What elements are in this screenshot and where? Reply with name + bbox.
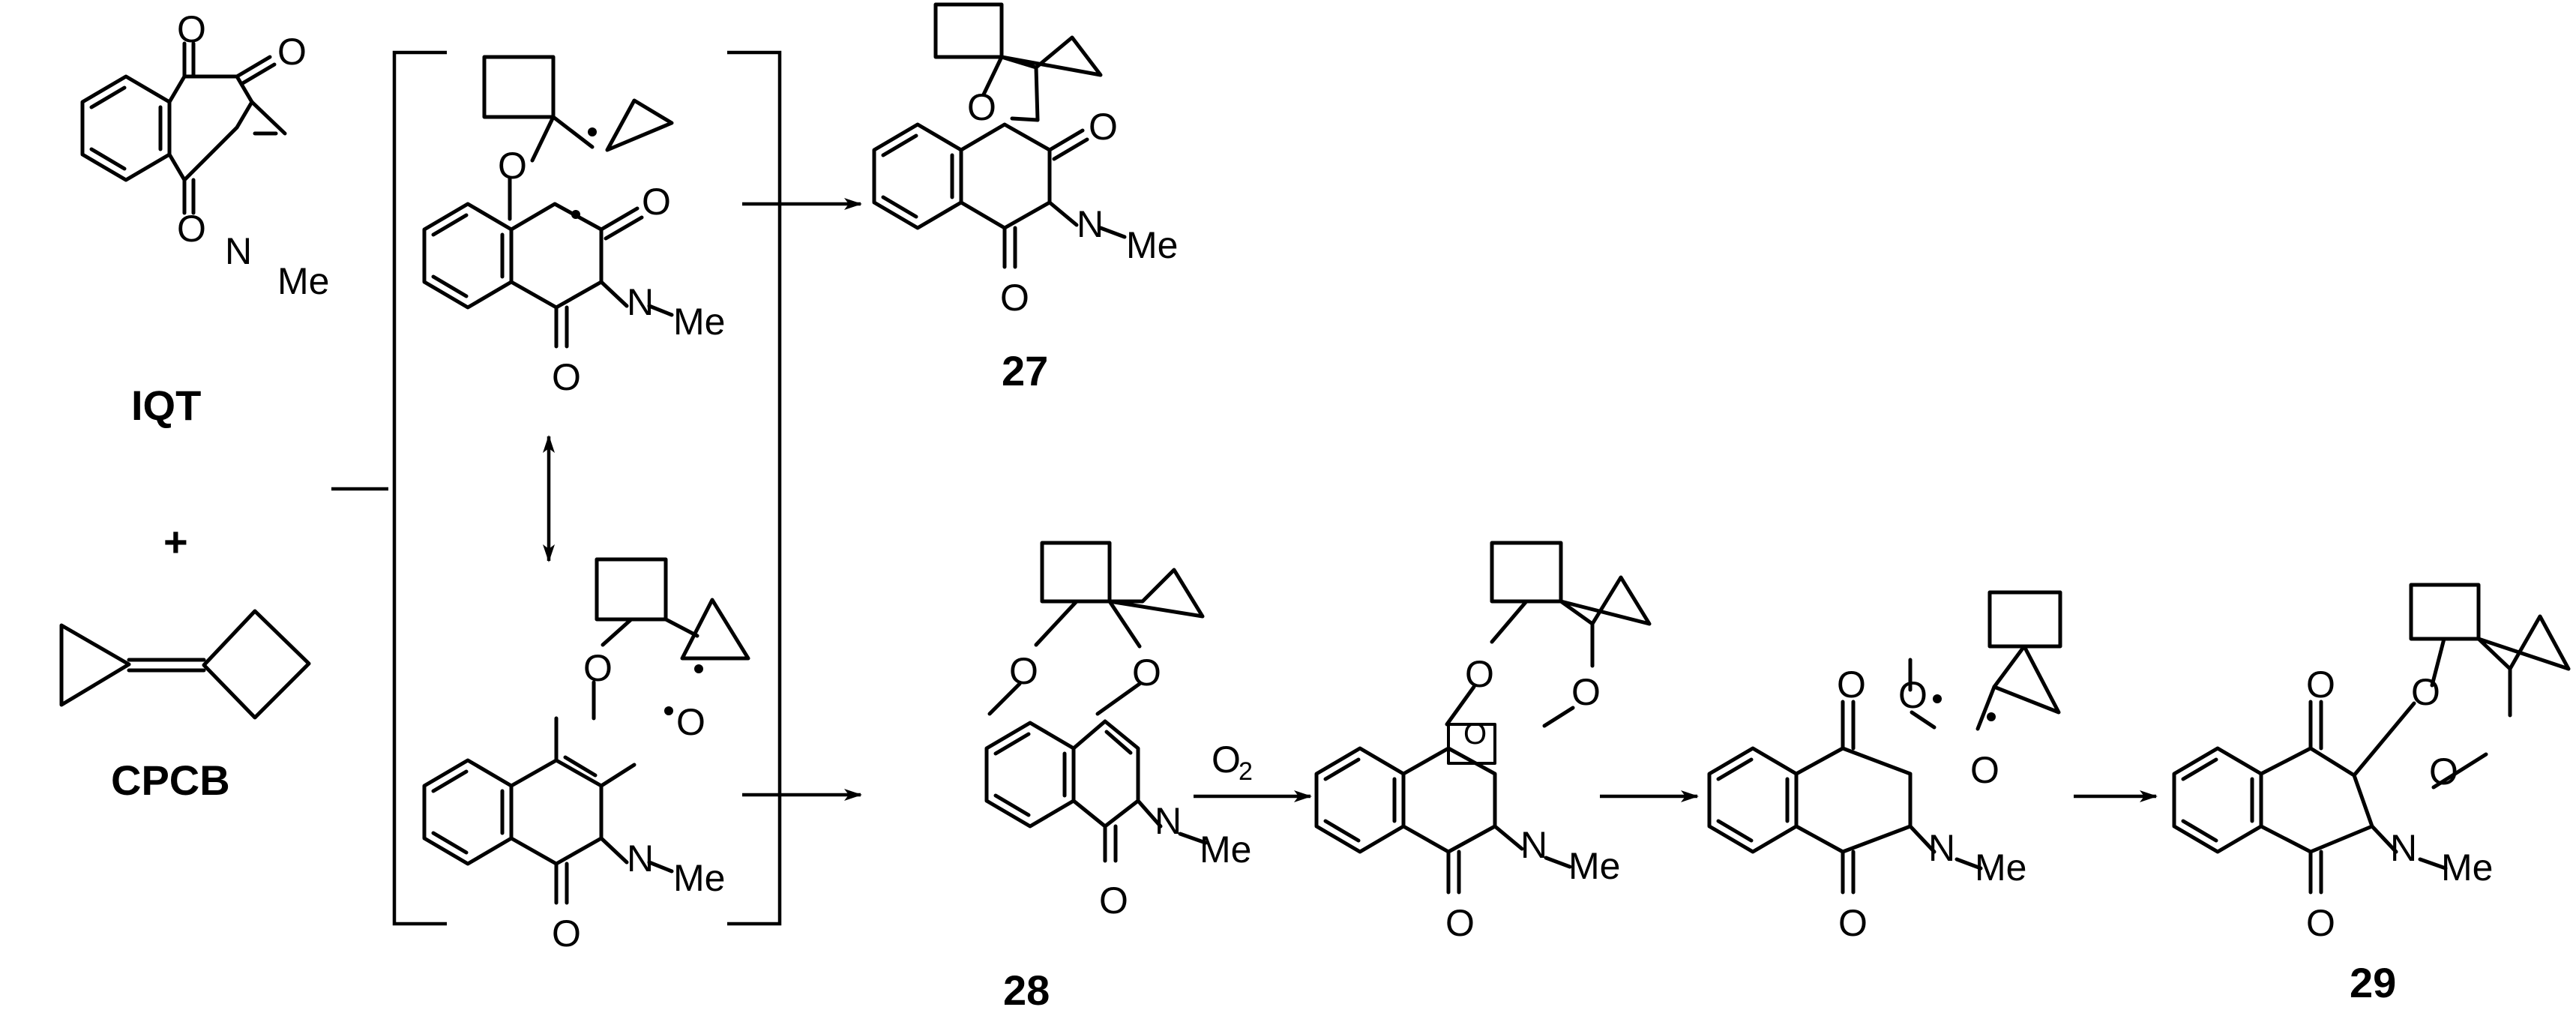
c29-n: N — [2390, 827, 2417, 869]
birad-me: Me — [1975, 847, 2026, 889]
intermediate-radical-bottom: O O N Me O — [422, 557, 750, 955]
diox-n: N — [1520, 824, 1547, 866]
int2-o-ether: O — [583, 647, 613, 689]
diox-o-right: O — [1571, 671, 1601, 713]
birad-o-bottom: O — [1838, 902, 1868, 944]
label-cpcb: CPCB — [111, 757, 230, 804]
c28-n: N — [1155, 800, 1182, 842]
iqt-n: N — [225, 230, 252, 272]
c28-o-bottom: O — [1099, 880, 1128, 922]
left-bracket — [392, 50, 447, 926]
label-27: 27 — [1002, 347, 1048, 394]
diox-o-ring1: O — [1463, 718, 1487, 751]
compound-28: O O N Me O 28 — [984, 541, 1251, 1013]
birad-o-radical: O — [1898, 674, 1928, 716]
reagent-o2: O — [1212, 739, 1241, 781]
int1-o-ether: O — [498, 145, 527, 187]
diox-o-top: O — [1465, 653, 1494, 695]
int2-o-bottom: O — [552, 913, 581, 955]
c27-n: N — [1077, 203, 1104, 245]
reagent-o2-subscript: 2 — [1239, 757, 1253, 786]
label-28: 28 — [1003, 967, 1050, 1013]
plus-sign: + — [163, 518, 188, 565]
label-29: 29 — [2350, 959, 2396, 1006]
intermediate-radical-top: O O N Me O — [422, 55, 725, 398]
int1-o-bottom: O — [552, 356, 581, 398]
c29-o-ring-bottom: O — [2429, 751, 2458, 793]
compound-29: O O O N Me O 29 — [2172, 583, 2571, 1006]
c28-o-right: O — [1132, 652, 1161, 694]
c29-o-bottom: O — [2306, 902, 2335, 944]
birad-o-ether: O — [1970, 749, 1999, 791]
int2-o-radical: O — [676, 701, 705, 743]
c29-o-ring-top: O — [2411, 671, 2440, 713]
molecule-cpcb: CPCB — [59, 609, 311, 804]
biradical-intermediate: O O O N Me O — [1707, 590, 2062, 944]
c27-o-bottom: O — [1000, 277, 1029, 319]
iqt-o1: O — [177, 8, 206, 50]
diox-me: Me — [1568, 845, 1620, 887]
dioxetane-intermediate: O O O N Me O — [1314, 541, 1652, 944]
diox-o-bottom: O — [1445, 902, 1475, 944]
int1-o-carbonyl: O — [642, 181, 671, 223]
label-iqt: IQT — [131, 382, 201, 429]
molecule-iqt: O O O N Me IQT — [80, 8, 329, 429]
int1-me: Me — [673, 301, 725, 343]
int2-n: N — [627, 838, 654, 880]
iqt-o3: O — [177, 208, 206, 250]
int1-n: N — [627, 281, 654, 323]
right-bracket — [727, 50, 782, 926]
iqt-o2: O — [277, 31, 307, 73]
c28-me: Me — [1200, 829, 1251, 871]
birad-o-carbonyl-top: O — [1837, 664, 1866, 706]
c28-o-left: O — [1009, 650, 1038, 692]
c29-o-carbonyl-top: O — [2306, 664, 2335, 706]
birad-n: N — [1928, 827, 1955, 869]
iqt-me: Me — [277, 260, 329, 302]
c29-me: Me — [2441, 847, 2493, 889]
c27-me: Me — [1126, 224, 1178, 266]
c27-o-carbonyl: O — [1089, 106, 1118, 148]
compound-27: O O N Me O 27 — [872, 2, 1178, 394]
int2-me: Me — [673, 857, 725, 899]
c27-o-ring: O — [967, 86, 996, 128]
